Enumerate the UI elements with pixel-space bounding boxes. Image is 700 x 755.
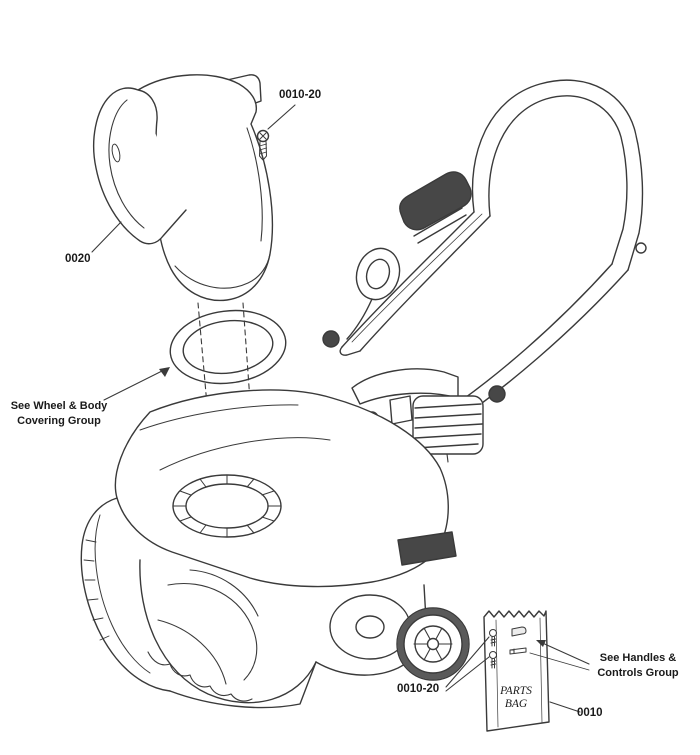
bag-pin-part xyxy=(509,647,527,655)
chute-ring-drawing xyxy=(169,309,287,385)
label-bag: 0010 xyxy=(577,707,603,719)
leader-lines xyxy=(91,104,590,713)
arrowhead-ring xyxy=(159,367,170,377)
bag-screws xyxy=(489,629,497,669)
handle-knob-left xyxy=(322,330,340,348)
wheel-drawing xyxy=(396,607,470,681)
label-wheel-body-note: See Wheel & Body Covering Group xyxy=(5,399,113,429)
bag-text-line-2: BAG xyxy=(504,698,528,710)
screw-drawing-top xyxy=(256,129,270,161)
label-handles-note: See Handles & Controls Group xyxy=(588,651,688,681)
label-parts-bag: PARTS BAG xyxy=(492,685,540,711)
note-line-2: Covering Group xyxy=(17,415,101,427)
body-hood-drawing xyxy=(114,389,457,588)
note-line-1: See Handles & xyxy=(599,652,677,664)
label-screw-top: 0010-20 xyxy=(279,89,322,101)
handle-knob-right xyxy=(488,385,506,403)
note-line-1: See Wheel & Body xyxy=(10,400,108,412)
label-screw-bottom: 0010-20 xyxy=(397,683,440,695)
label-deflector: 0020 xyxy=(65,253,91,265)
frame-bracket xyxy=(397,531,457,566)
bag-text-line-1: PARTS xyxy=(500,685,532,697)
chute-deflector-drawing xyxy=(93,74,274,302)
muffler xyxy=(412,395,484,455)
arrowhead-bag xyxy=(536,640,546,647)
bag-clip-part xyxy=(511,626,527,637)
auger-housing-drawing xyxy=(80,497,317,709)
note-line-2: Controls Group xyxy=(597,667,679,679)
handle-bolt xyxy=(635,242,647,254)
parts-bag-drawing xyxy=(483,610,550,732)
handle-assembly-drawing xyxy=(322,79,647,463)
